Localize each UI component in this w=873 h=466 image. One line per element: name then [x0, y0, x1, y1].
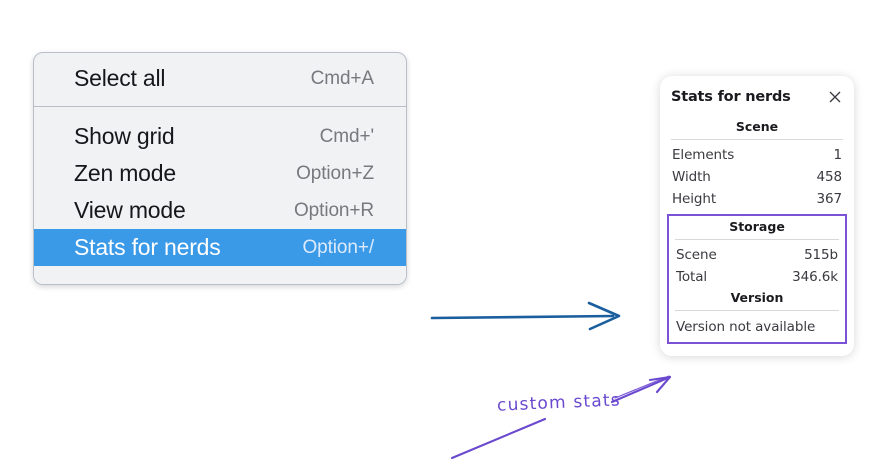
stat-value: 458 [816, 169, 843, 185]
menu-item-view-mode[interactable]: View mode Option+R [34, 192, 406, 229]
stat-row: Width 458 [669, 166, 845, 188]
menu-item-shortcut: Option+/ [302, 236, 374, 258]
menu-item-show-grid[interactable]: Show grid Cmd+' [34, 118, 406, 155]
stat-key: Elements [672, 147, 735, 163]
menu-item-label: Stats for nerds [74, 234, 221, 260]
purple-arrow-icon [610, 375, 672, 404]
context-menu: Select all Cmd+A Show grid Cmd+' Zen mod… [33, 52, 407, 285]
stat-key: Scene [676, 247, 717, 263]
stats-panel-header: Stats for nerds [669, 86, 845, 105]
menu-item-label: Select all [74, 65, 166, 91]
version-section-heading: Version [730, 290, 784, 305]
stat-key: Total [676, 269, 708, 285]
scene-section: Scene Elements 1 Width 458 Height 367 [669, 117, 845, 210]
blue-arrow-icon [430, 301, 621, 331]
menu-item-shortcut: Cmd+A [310, 67, 374, 89]
stats-panel-title: Stats for nerds [671, 89, 791, 105]
menu-item-label: View mode [74, 197, 186, 223]
menu-item-select-all[interactable]: Select all Cmd+A [34, 60, 406, 97]
stat-value: 1 [833, 147, 843, 163]
menu-item-label: Zen mode [74, 160, 176, 186]
menu-group-1: Select all Cmd+A [34, 53, 406, 107]
section-divider [675, 310, 839, 311]
custom-stats-annotation-label: custom stats [496, 390, 622, 416]
version-section: Version Version not available [673, 288, 841, 337]
stat-value: 367 [816, 191, 843, 207]
stat-row: Elements 1 [669, 144, 845, 166]
stats-for-nerds-panel: Stats for nerds Scene Elements 1 Width 4… [660, 76, 854, 356]
menu-item-shortcut: Option+R [294, 199, 374, 221]
menu-item-shortcut: Cmd+' [319, 125, 374, 147]
storage-section: Storage Scene 515b Total 346.6k [673, 217, 841, 288]
menu-item-label: Show grid [74, 123, 175, 149]
menu-group-2: Show grid Cmd+' Zen mode Option+Z View m… [34, 107, 406, 266]
scene-section-heading: Scene [735, 119, 779, 134]
custom-stats-highlight-box: Storage Scene 515b Total 346.6k Version … [667, 214, 847, 344]
version-value: Version not available [676, 319, 816, 335]
purple-stroke-icon [450, 417, 547, 460]
stat-value: 515b [804, 247, 838, 263]
stat-row: Total 346.6k [673, 266, 841, 288]
menu-item-stats-for-nerds[interactable]: Stats for nerds Option+/ [34, 229, 406, 266]
stat-key: Height [672, 191, 717, 207]
storage-section-heading: Storage [729, 219, 785, 234]
stat-value: 346.6k [792, 269, 838, 285]
stat-row: Scene 515b [673, 244, 841, 266]
menu-item-shortcut: Option+Z [296, 162, 374, 184]
menu-item-zen-mode[interactable]: Zen mode Option+Z [34, 155, 406, 192]
stat-key: Width [672, 169, 711, 185]
close-icon[interactable] [827, 89, 843, 105]
section-divider [671, 139, 843, 140]
stat-row: Height 367 [669, 188, 845, 210]
menu-footer [34, 266, 406, 284]
section-divider [675, 239, 839, 240]
